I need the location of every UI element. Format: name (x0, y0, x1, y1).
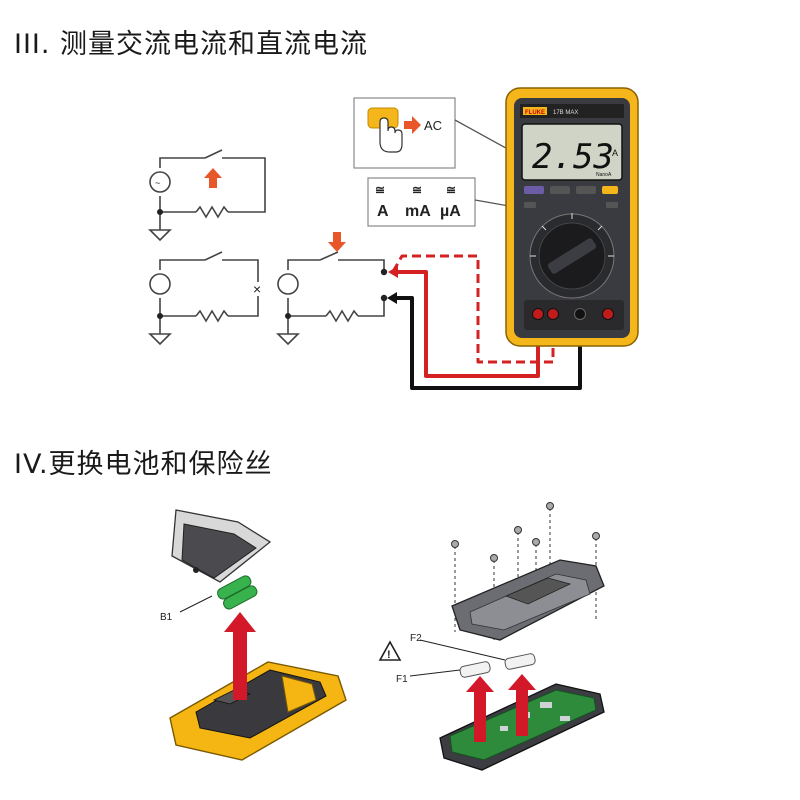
com-jack[interactable] (574, 308, 586, 320)
warning-icon: ! (378, 640, 402, 661)
svg-text:≅: ≅ (412, 183, 422, 197)
remove-battery-arrow (224, 612, 256, 700)
lcd-display (521, 123, 623, 181)
break-mark: × (253, 281, 261, 297)
batteries (217, 575, 258, 610)
section-iv-title: IV.更换电池和保险丝 (14, 449, 273, 480)
a-jack[interactable] (532, 308, 544, 320)
section-iii-title: III. 测量交流电流和直流电流 (14, 29, 369, 60)
circuit-broken (148, 251, 259, 346)
f1-label: F1 (396, 674, 408, 685)
ground-node (157, 209, 163, 215)
dial-knob[interactable] (547, 237, 597, 275)
ac-label: AC (424, 118, 442, 133)
ma-ua-jack[interactable] (547, 308, 559, 320)
range-ua-label: µA (440, 203, 461, 220)
ac-source-symbol: ~ (155, 178, 160, 188)
function-button[interactable] (602, 186, 618, 194)
lcd-value: 2.53 (532, 137, 614, 177)
test-point-top (380, 268, 388, 276)
battery-replacement: B1 (160, 509, 347, 761)
range-a-label: A (377, 203, 389, 220)
range-button[interactable] (550, 186, 570, 194)
test-point-bottom (380, 294, 388, 302)
svg-text:≅: ≅ (375, 183, 385, 197)
probe-leads (387, 254, 582, 390)
remove-fuse-f2-arrow (508, 674, 536, 736)
lcd-unit: A (612, 148, 618, 158)
pointing-hand-icon (379, 117, 403, 153)
fuse-f2 (504, 653, 536, 670)
ac-button-callout: AC (353, 97, 543, 169)
circuit-closed-switch (148, 149, 266, 242)
orange-right-arrow (404, 116, 421, 134)
orange-up-arrow (204, 168, 222, 188)
orange-down-arrow (328, 232, 346, 252)
fuse-f1 (459, 661, 491, 678)
model-text: 17B MAX (553, 110, 578, 116)
b1-label: B1 (160, 612, 173, 623)
lcd-sub: NanoA (596, 172, 612, 178)
brand-badge (523, 107, 547, 115)
brand-text: FLUKE (525, 110, 545, 116)
circuit-series-meter (276, 251, 385, 346)
fuse-replacement: F1 F2 ! (378, 502, 605, 771)
svg-text:!: ! (387, 649, 391, 661)
svg-text:≅: ≅ (446, 183, 456, 197)
multimeter: FLUKE 17B MAX 2.53 A NanoA (505, 87, 639, 347)
range-ma-label: mA (405, 203, 431, 220)
v-ohm-jack[interactable] (602, 308, 614, 320)
rel-button[interactable] (576, 186, 596, 194)
hold-button[interactable] (524, 186, 544, 194)
remove-fuse-f1-arrow (466, 676, 494, 742)
f2-label: F2 (410, 633, 422, 644)
